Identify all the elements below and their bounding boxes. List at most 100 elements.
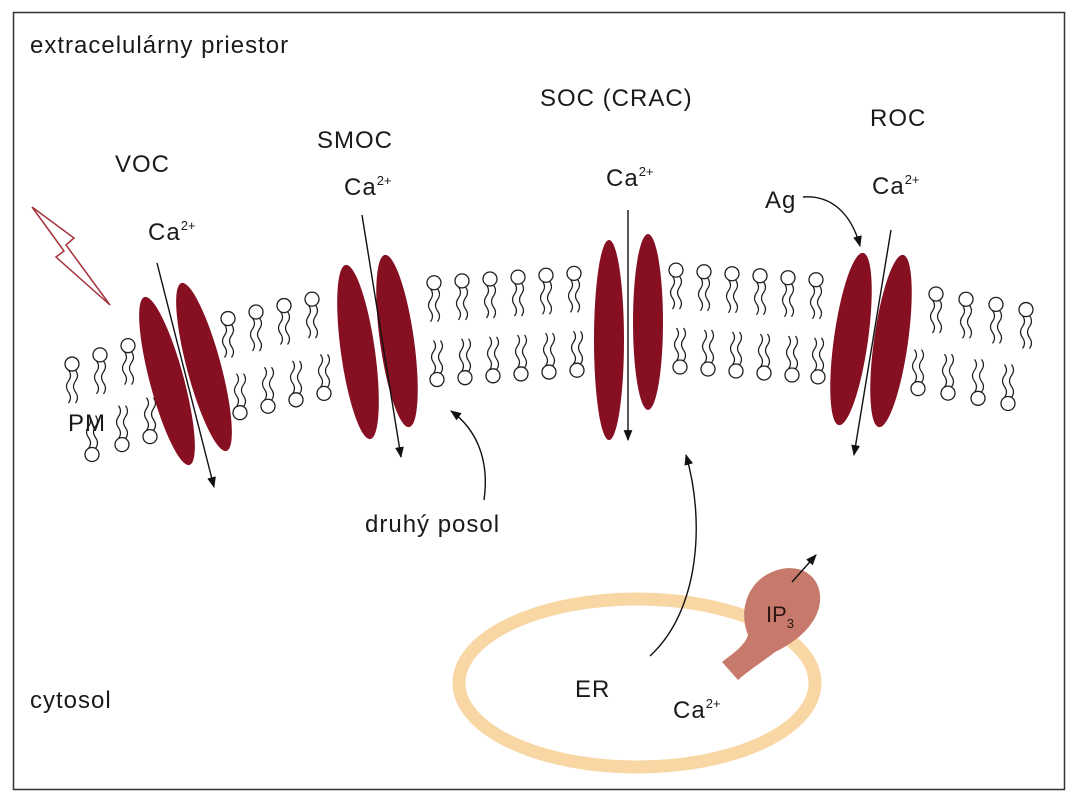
lipid-tail — [701, 329, 708, 364]
extracellular-space-label: extracelulárny priestor — [30, 32, 289, 59]
lipid-tail — [296, 360, 303, 395]
voc-channel-subunit — [176, 282, 232, 452]
inner-leaflet-phospholipid — [756, 333, 772, 381]
lipid-head — [928, 286, 944, 302]
plasma-membrane-label: PM — [68, 410, 106, 437]
lipid-tail — [936, 299, 943, 334]
lipid-tail — [788, 283, 795, 318]
lipid-head — [232, 405, 248, 421]
lipid-head — [541, 364, 557, 380]
lipid-tail — [289, 360, 296, 395]
lipid-tail — [455, 286, 462, 321]
lipid-tail — [729, 331, 736, 366]
lipid-tail — [65, 369, 72, 404]
lipid-tail — [542, 332, 549, 367]
voc-calcium-influx-arrow — [156, 262, 216, 489]
er-label: ER — [575, 676, 610, 703]
lipid-tail — [785, 335, 792, 370]
lipid-tail — [781, 283, 788, 318]
outer-leaflet-phospholipid — [566, 265, 582, 313]
lipid-tail — [221, 324, 228, 358]
lipid-head — [485, 368, 501, 384]
outer-leaflet-phospholipid — [958, 291, 974, 339]
lipid-tail — [261, 366, 268, 401]
smoc-channel-subunit — [337, 264, 379, 440]
outer-leaflet-phospholipid — [696, 264, 712, 312]
lipid-head — [538, 267, 554, 283]
lipid-tail — [549, 332, 556, 367]
roc-channel-label: ROC — [870, 105, 926, 132]
lipid-tail — [228, 324, 235, 358]
inner-leaflet-phospholipid — [672, 327, 688, 375]
outer-leaflet-phospholipid — [304, 291, 320, 339]
lipid-tail — [514, 334, 521, 369]
lipid-head — [808, 272, 824, 288]
lipid-tail — [128, 351, 135, 386]
lipid-tail — [539, 280, 546, 315]
soc-channel-subunit — [633, 234, 663, 410]
inner-leaflet-phospholipid — [700, 329, 716, 377]
inner-leaflet-phospholipid — [910, 349, 926, 397]
lipid-head — [700, 361, 716, 377]
plasma-membrane-text: PM — [68, 410, 106, 437]
plasma-membrane-bilayer — [64, 262, 1034, 463]
lipid-tail — [518, 282, 525, 317]
lipid-tail — [434, 288, 441, 323]
smoc-channel-name: SMOC — [317, 127, 393, 154]
lipid-tail — [233, 373, 240, 408]
soc-channel-label: SOC (CRAC) — [540, 85, 693, 112]
roc-channel-subunit — [870, 254, 912, 428]
inner-leaflet-phospholipid — [485, 336, 501, 384]
lipid-head — [672, 359, 688, 375]
voc-ion-label: Ca2+ — [148, 218, 196, 246]
lipid-tail — [249, 317, 256, 352]
lipid-head — [304, 291, 320, 307]
lipid-tail — [277, 311, 284, 345]
outer-leaflet-phospholipid — [276, 297, 292, 345]
lipid-head — [696, 264, 712, 280]
lipid-head — [288, 392, 304, 408]
lipid-tail — [764, 333, 771, 368]
lipid-head — [276, 297, 292, 314]
lipid-tail — [284, 311, 291, 345]
inner-leaflet-phospholipid — [970, 358, 986, 406]
agonist-binding-arrow — [802, 196, 862, 248]
inner-leaflet-phospholipid — [810, 337, 826, 385]
outer-leaflet-phospholipid — [92, 347, 108, 395]
lipid-head — [970, 390, 986, 406]
er-text: ER — [575, 676, 610, 703]
roc-channel — [802, 196, 912, 457]
lipid-tail — [240, 373, 247, 408]
lipid-head — [457, 370, 473, 386]
lipid-head — [784, 367, 800, 383]
voc-channel — [139, 262, 232, 489]
lipid-tail — [486, 336, 493, 371]
smoc-channel-label: SMOC — [317, 127, 393, 154]
inner-leaflet-phospholipid — [288, 360, 304, 408]
lipid-tail — [85, 415, 92, 449]
lipid-head — [910, 380, 926, 397]
lipid-tail — [818, 337, 825, 372]
lipid-tail — [490, 284, 497, 319]
lipid-tail — [809, 285, 816, 320]
outer-leaflet-phospholipid — [482, 271, 498, 319]
smoc-calcium-influx-arrow — [361, 214, 404, 459]
inner-leaflet-phospholipid — [940, 353, 956, 401]
lipid-tail — [971, 358, 978, 393]
lipid-tail — [574, 279, 581, 313]
ip3-receptor — [722, 568, 821, 680]
lipid-tail — [150, 397, 157, 431]
roc-ion-charge: 2+ — [905, 172, 920, 187]
lipid-head — [1000, 395, 1016, 412]
lipid-tail — [911, 349, 918, 383]
outer-leaflet-phospholipid — [808, 272, 824, 320]
smoc-channel — [337, 214, 418, 459]
lipid-tail — [697, 277, 704, 312]
outer-leaflet-phospholipid — [988, 296, 1004, 344]
cytosol-label: cytosol — [30, 687, 112, 714]
outer-leaflet-phospholipid — [510, 269, 526, 317]
ip3-text: IP — [766, 602, 787, 627]
endoplasmic-reticulum — [452, 592, 822, 774]
lipid-tail — [570, 330, 577, 365]
